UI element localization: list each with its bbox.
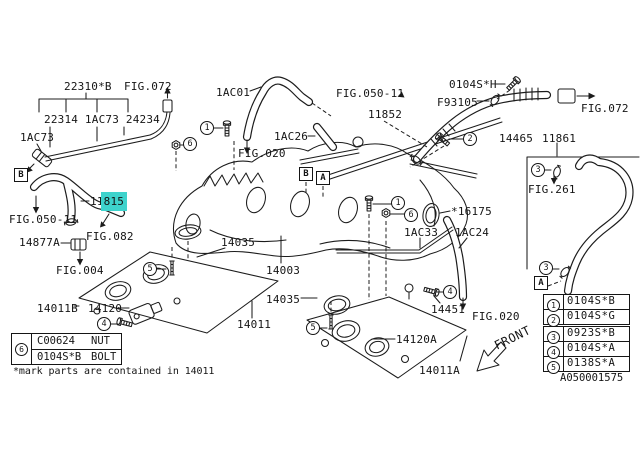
connector-box-b-center: B xyxy=(299,167,313,181)
legend-part-code: 0138S*A xyxy=(563,357,629,371)
fastener-table-callout-cell: 6 xyxy=(12,334,32,364)
part-label-11815-highlight: 815 xyxy=(103,195,125,208)
fastener-part-number: C00624 xyxy=(37,335,75,347)
part-label-11815-prefix: 11 xyxy=(90,195,104,208)
callout-4-left: 4 xyxy=(97,317,111,331)
base-line-art xyxy=(27,88,640,379)
part-label-11852: 11852 xyxy=(368,108,403,121)
part-label-14120: 14120 xyxy=(88,302,123,315)
fastener-row-nut: C00624 NUT xyxy=(32,334,121,349)
callout-1-topleft: 1 xyxy=(200,121,214,135)
part-label-1ac24: 1AC24 xyxy=(455,226,490,239)
part-label-14877a: 14877A xyxy=(19,236,60,249)
fastener-part-number: 0104S*B xyxy=(37,350,82,363)
figure-ref-004: FIG.004 xyxy=(56,264,104,277)
figure-ref-082: FIG.082 xyxy=(86,230,134,243)
callout-4-right: 4 xyxy=(443,285,457,299)
callout-2: 2 xyxy=(463,132,477,146)
legend-part-code: 0104S*G xyxy=(563,310,629,324)
figure-ref-050-11-mid: FIG.050-11 xyxy=(336,87,405,100)
dashed-reference-lines xyxy=(171,89,562,315)
figure-ref-072-topright: FIG.072 xyxy=(581,102,629,115)
connector-box-a-center: A xyxy=(316,171,330,185)
footnote-text: *mark parts are contained in 14011 xyxy=(13,366,215,377)
part-label-f93105: F93105 xyxy=(437,96,478,109)
fastener-table: 6 C00624 NUT 0104S*B BOLT xyxy=(11,333,123,365)
legend-part-code: 0104S*A xyxy=(563,342,629,356)
figure-ref-020-right: FIG.020 xyxy=(472,310,520,323)
legend-callout: 4 xyxy=(547,345,560,359)
legend-part-code: 0104S*B xyxy=(563,295,629,309)
legend-callout: 1 xyxy=(547,298,560,312)
part-label-1ac26: 1AC26 xyxy=(274,130,309,143)
connector-box-a-right: A xyxy=(534,276,548,290)
part-label-14465: 14465 xyxy=(499,132,534,145)
connector-box-b-left: B xyxy=(14,168,28,182)
callout-3-lower: 3 xyxy=(539,261,553,275)
fastener-part-name: NUT xyxy=(91,335,110,347)
part-label-14011b: 14011B xyxy=(37,302,78,315)
callout-3-upper: 3 xyxy=(531,163,545,177)
part-label-1ac73: 1AC73 xyxy=(20,131,55,144)
callout-1-center: 1 xyxy=(391,196,405,210)
legend-callout: 3 xyxy=(547,330,560,344)
part-label-22310b: 22310*B xyxy=(64,80,112,93)
part-label-14120a: 14120A xyxy=(396,333,437,346)
callout-6-center: 6 xyxy=(404,208,418,222)
part-label-0104sh: 0104S*H xyxy=(449,78,497,91)
part-label-14035-lower: 14035 xyxy=(266,293,301,306)
figure-ref-020-top: FIG.020 xyxy=(238,147,286,160)
callout-5-bottom: 5 xyxy=(306,321,320,335)
front-arrow-icon xyxy=(476,341,507,372)
legend-callout: 2 xyxy=(547,313,560,327)
legend-part-code: 0923S*B xyxy=(563,327,629,341)
part-label-11861: 11861 xyxy=(542,132,577,145)
figure-ref-072-topleft: FIG.072 xyxy=(124,80,172,93)
fastener-row-bolt: 0104S*B BOLT xyxy=(32,348,122,365)
fastener-part-name: BOLT xyxy=(91,350,117,363)
legend-callout: 5 xyxy=(547,360,560,374)
part-label-14011a: 14011A xyxy=(419,364,460,377)
figure-ref-050-11-left: FIG.050-11 xyxy=(9,213,78,226)
part-label-22314-1ac73-24234: 22314 1AC73 24234 xyxy=(44,113,160,126)
part-label-11815-selected[interactable]: 11815 xyxy=(90,195,125,208)
drawing-number: A050001575 xyxy=(560,372,624,384)
fastener-table-rows: C00624 NUT 0104S*B BOLT xyxy=(32,334,122,365)
callout-5-left: 5 xyxy=(143,262,157,276)
part-label-14035-upper: 14035 xyxy=(221,236,256,249)
part-label-1ac01: 1AC01 xyxy=(216,86,251,99)
part-label-14003: 14003 xyxy=(266,264,301,277)
part-label-14451: 14451 xyxy=(431,303,466,316)
callout-6-table: 6 xyxy=(15,342,28,356)
detail-line-art xyxy=(63,75,593,362)
part-label-1ac33: 1AC33 xyxy=(404,226,439,239)
callout-6-topleft: 6 xyxy=(183,137,197,151)
part-label-16175: *16175 xyxy=(451,205,492,218)
direction-arrowheads xyxy=(27,87,596,310)
part-label-14011: 14011 xyxy=(237,318,272,331)
figure-ref-261: FIG.261 xyxy=(528,183,576,196)
